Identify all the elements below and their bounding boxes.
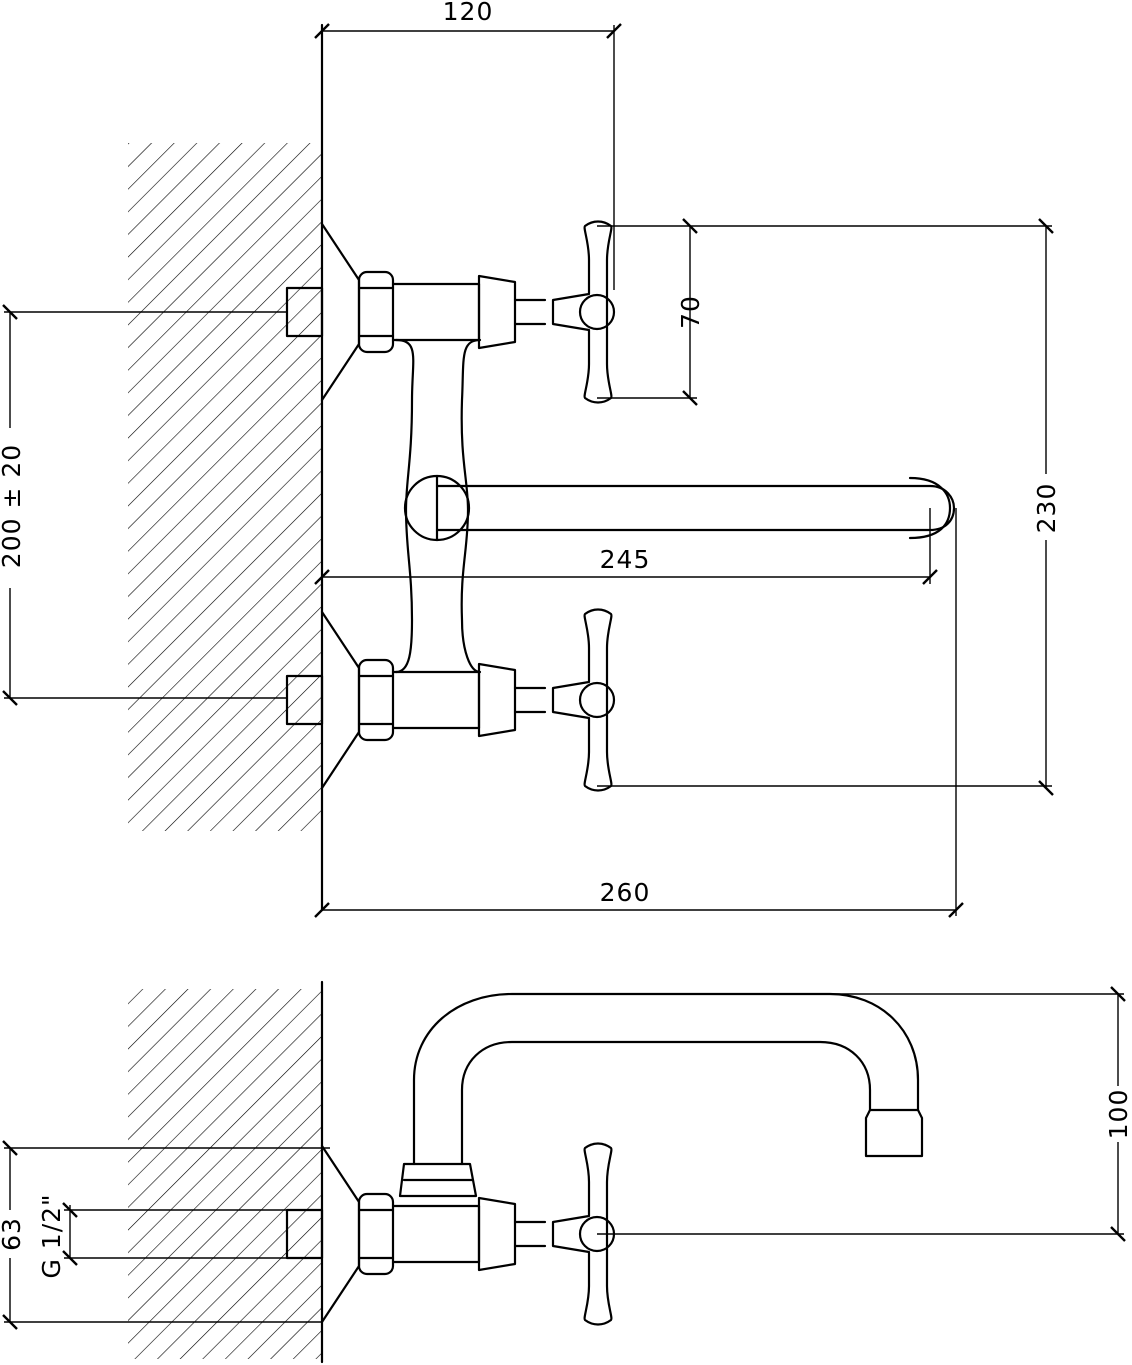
side-valve bbox=[320, 1144, 547, 1324]
spout-side bbox=[412, 992, 920, 1166]
dimension-260: 260 bbox=[314, 508, 964, 918]
wall-hatch-top bbox=[128, 143, 322, 831]
dimension-100: 100 bbox=[597, 986, 1132, 1242]
dimension-120: 120 bbox=[314, 0, 622, 290]
side-view bbox=[128, 980, 924, 1364]
spout-top bbox=[435, 484, 956, 532]
upper-handle bbox=[551, 220, 616, 404]
upper-valve bbox=[320, 222, 547, 402]
dimension-70: 70 bbox=[597, 218, 705, 406]
lower-valve bbox=[320, 610, 547, 790]
dim-120-label: 120 bbox=[443, 0, 494, 26]
dim-63-label: 63 bbox=[0, 1217, 26, 1251]
wall-hatch-side bbox=[128, 989, 322, 1359]
lower-handle bbox=[551, 608, 616, 792]
dimension-200: 200 ± 20 bbox=[0, 304, 287, 706]
dimension-thread: G 1/2" bbox=[37, 1193, 287, 1279]
dimension-245: 245 bbox=[314, 508, 938, 585]
dimension-63: 63 bbox=[0, 1140, 330, 1330]
dim-260-label: 260 bbox=[600, 878, 651, 907]
dim-100-label: 100 bbox=[1104, 1089, 1132, 1140]
dim-230-label: 230 bbox=[1032, 483, 1061, 534]
dim-200-label: 200 ± 20 bbox=[0, 444, 26, 568]
top-view bbox=[128, 23, 956, 912]
dim-thread-label: G 1/2" bbox=[37, 1193, 66, 1278]
dim-245-label: 245 bbox=[600, 545, 651, 574]
dim-70-label: 70 bbox=[676, 295, 705, 329]
dimension-230: 230 bbox=[597, 218, 1062, 796]
